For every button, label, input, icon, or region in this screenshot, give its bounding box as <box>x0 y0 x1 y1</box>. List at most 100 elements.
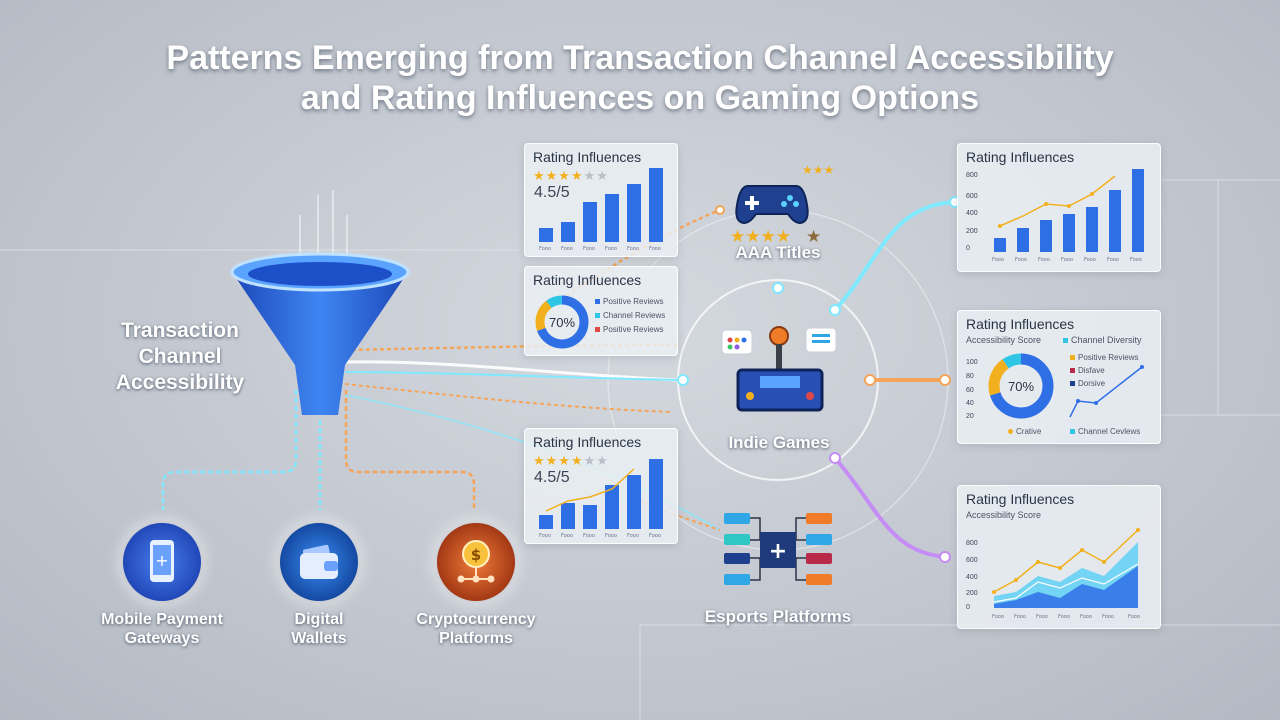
panel-subtitle: Accessibility Score <box>966 510 1042 520</box>
esports-platforms-label[interactable]: Esports Platforms <box>704 607 852 626</box>
y-tick: 0 <box>966 245 970 252</box>
trend-line <box>999 175 1116 227</box>
panel-title: Rating Influences <box>533 272 642 288</box>
y-tick: 200 <box>966 228 978 235</box>
donut-chart <box>988 353 1054 419</box>
gamepad-icon: ★★★ ★★★★ ★ <box>730 163 834 247</box>
y-tick: 0 <box>966 604 970 611</box>
mobile-payment-node[interactable]: + <box>123 523 201 601</box>
y-tick: 800 <box>966 540 978 547</box>
bar <box>1109 190 1121 252</box>
panel-title: Rating Influences <box>966 316 1075 332</box>
panel-title: Rating Influences <box>533 149 642 165</box>
rating-panel-left-mid: Rating Influences 70% Positive Reviews C… <box>524 266 678 356</box>
legend-item: Positive Reviews <box>595 325 663 334</box>
bar <box>1040 220 1052 252</box>
page-title: Patterns Emerging from Transaction Chann… <box>166 39 1114 117</box>
trend-line <box>545 468 635 512</box>
svg-text:Fooo: Fooo <box>649 533 661 539</box>
trend-line <box>1069 366 1143 418</box>
bar <box>627 475 641 529</box>
panel-title: Rating Influences <box>533 434 642 450</box>
trend-line <box>993 563 1139 603</box>
y-tick: 80 <box>966 373 974 380</box>
donut-value: 70% <box>1007 379 1035 394</box>
funnel-icon <box>225 247 415 415</box>
rating-score: 4.5/5 <box>534 184 570 201</box>
svg-text:Fooo: Fooo <box>605 533 617 539</box>
rating-score: 4.5/5 <box>534 469 570 486</box>
bar <box>583 505 597 529</box>
svg-text:Fooo: Fooo <box>1014 614 1026 620</box>
bar <box>561 503 575 529</box>
arcade-joystick-icon <box>721 326 837 412</box>
svg-text:Fooo: Fooo <box>1058 614 1070 620</box>
cryptocurrency-node[interactable]: $ <box>437 523 515 601</box>
svg-text:Fooo: Fooo <box>627 533 639 539</box>
bar <box>1063 214 1075 252</box>
bracket-icon: + <box>724 513 832 585</box>
indie-games-label[interactable]: Indie Games <box>728 433 830 452</box>
smartphone-icon: + <box>150 540 174 582</box>
y-tick: 40 <box>966 400 974 407</box>
bar <box>1017 228 1029 252</box>
svg-text:Fooo: Fooo <box>1038 257 1050 263</box>
bar <box>605 485 619 529</box>
bar <box>539 228 553 242</box>
y-tick: 600 <box>966 193 978 200</box>
svg-text:Fooo: Fooo <box>1061 257 1073 263</box>
svg-text:Fooo: Fooo <box>561 246 573 252</box>
svg-text:Fooo: Fooo <box>1036 614 1048 620</box>
aaa-titles-label[interactable]: AAA Titles <box>735 243 821 262</box>
star-rating-icon: ★★★★★★ <box>533 453 609 468</box>
svg-text:Fooo: Fooo <box>1107 257 1119 263</box>
legend-channel-diversity: Channel Diversity <box>1063 335 1142 345</box>
legend-item: Channel Reviews <box>595 311 665 320</box>
svg-text:Fooo: Fooo <box>583 533 595 539</box>
svg-text:Fooo: Fooo <box>1080 614 1092 620</box>
legend-item: Positive Reviews <box>1070 353 1138 362</box>
y-tick: 20 <box>966 413 974 420</box>
legend-item: Dorsive <box>1070 379 1105 388</box>
rating-panel-right-bottom: Rating Influences Accessibility Score 80… <box>957 485 1161 629</box>
svg-text:Fooo: Fooo <box>1084 257 1096 263</box>
legend-accessibility-score: Accessibility Score <box>966 335 1042 345</box>
bar <box>627 184 641 242</box>
bar <box>605 194 619 242</box>
svg-text:★★★★: ★★★★ <box>730 227 791 247</box>
legend-item: Disfave <box>1070 366 1105 375</box>
svg-text:Fooo: Fooo <box>1102 614 1114 620</box>
y-tick: 600 <box>966 557 978 564</box>
panel-title: Rating Influences <box>966 491 1075 507</box>
footer-legend-b: Channel Cevlews <box>1070 427 1140 436</box>
star-rating-icon: ★★★★★★ <box>533 168 609 183</box>
panel-title: Rating Influences <box>966 149 1075 165</box>
svg-text:Fooo: Fooo <box>539 533 551 539</box>
y-tick: 60 <box>966 387 974 394</box>
y-tick: 100 <box>966 359 978 366</box>
bar <box>1086 207 1098 252</box>
rating-panel-left-top: Rating Influences ★★★★★★ 4.5/5 Fooo Fooo F… <box>524 143 678 257</box>
digital-wallet-node[interactable] <box>280 523 358 601</box>
svg-text:Fooo: Fooo <box>992 614 1004 620</box>
bar <box>994 238 1006 252</box>
svg-text:Fooo: Fooo <box>649 246 661 252</box>
svg-text:Fooo: Fooo <box>1130 257 1142 263</box>
y-tick: 400 <box>966 574 978 581</box>
rating-panel-right-mid: Rating Influences Accessibility Score Ch… <box>957 310 1161 444</box>
rating-panel-left-bottom: Rating Influences ★★★★★★ 4.5/5 Fooo Fooo F… <box>524 428 678 544</box>
svg-text:★: ★ <box>806 227 821 247</box>
svg-text:+: + <box>769 539 787 564</box>
legend-item: Positive Reviews <box>595 297 663 306</box>
wallet-icon <box>300 544 338 579</box>
bar <box>649 168 663 242</box>
coin-network-icon: $ <box>457 540 495 583</box>
y-tick: 800 <box>966 172 978 179</box>
donut-value: 70% <box>548 315 576 330</box>
bar <box>561 222 575 242</box>
svg-text:Fooo: Fooo <box>583 246 595 252</box>
